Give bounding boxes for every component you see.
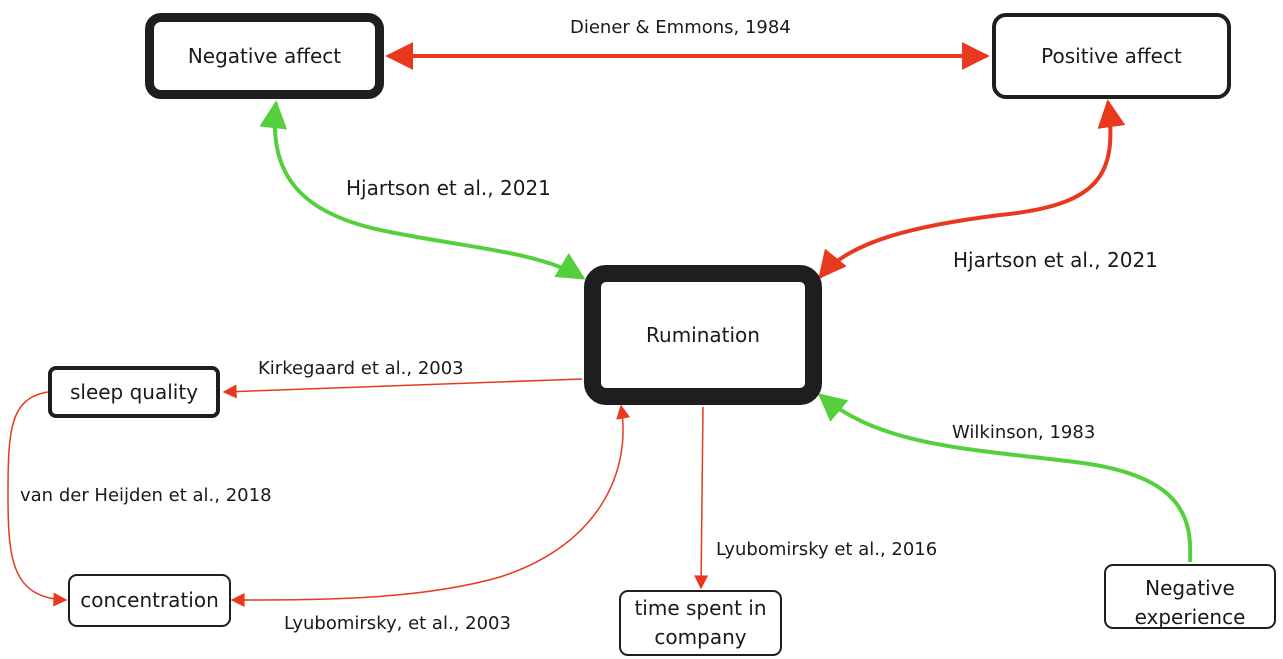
node-rumination-label: Rumination [646, 322, 760, 347]
node-negative-experience: Negative experience [1104, 564, 1276, 629]
node-sleep-quality-label: sleep quality [69, 379, 199, 404]
edge-rumination-concentration [230, 404, 631, 607]
node-positive-affect: Positive affect [992, 13, 1231, 99]
edge-sleep-concentration [7, 391, 68, 607]
edge-label-hjartson-neg: Hjartson et al., 2021 [346, 176, 551, 200]
edge-label-wilkinson: Wilkinson, 1983 [952, 422, 1096, 443]
edge-label-lyubomirsky-2016: Lyubomirsky et al., 2016 [716, 539, 938, 560]
node-positive-affect-label: Positive affect [1041, 43, 1182, 68]
edge-label-diener: Diener & Emmons, 1984 [570, 17, 791, 38]
node-negative-affect-label: Negative affect [187, 43, 342, 68]
node-negative-affect: Negative affect [145, 13, 384, 99]
edge-rumination-time [694, 406, 709, 590]
node-negative-experience-label-2: experience [1134, 605, 1246, 629]
node-concentration-label: concentration [80, 588, 219, 612]
edge-label-lyubomirsky-2003: Lyubomirsky, et al., 2003 [284, 613, 511, 634]
node-time-spent-label-2: company [654, 625, 747, 649]
node-time-spent: time spent in company [619, 590, 782, 656]
node-time-spent-label-1: time spent in [634, 596, 767, 620]
edge-negative-rumination [259, 100, 586, 280]
edge-label-van-der-heijden: van der Heijden et al., 2018 [20, 485, 272, 506]
node-sleep-quality: sleep quality [48, 366, 220, 418]
node-negative-experience-label-1: Negative [1145, 576, 1235, 600]
edge-rumination-sleep [222, 378, 583, 399]
edge-positive-rumination [818, 99, 1126, 280]
edge-label-hjartson-pos: Hjartson et al., 2021 [953, 248, 1158, 272]
node-concentration: concentration [68, 574, 231, 627]
node-rumination: Rumination [584, 265, 822, 405]
edge-experience-rumination [817, 393, 1193, 563]
edge-label-kirkegaard: Kirkegaard et al., 2003 [258, 358, 464, 379]
